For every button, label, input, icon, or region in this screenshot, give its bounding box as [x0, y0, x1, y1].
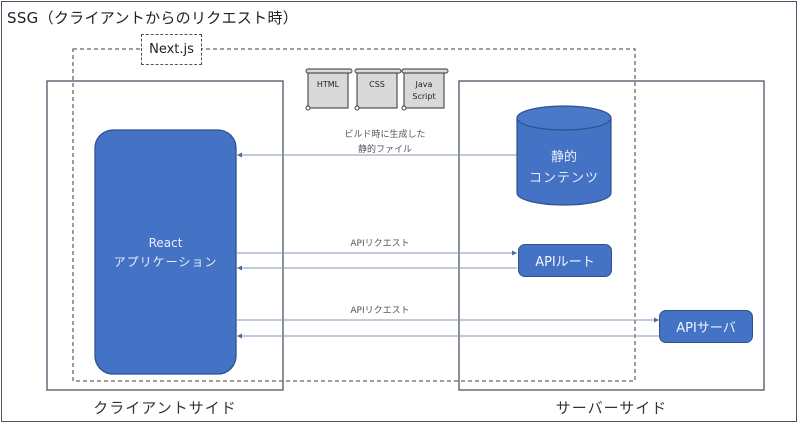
diagram-title: SSG（クライアントからのリクエスト時） [7, 9, 299, 27]
api-request-label-server: APIリクエスト [350, 306, 410, 316]
server-side-box [458, 80, 765, 391]
html-file-icon [305, 68, 353, 111]
react-app-subtitle: アプリケーション [113, 255, 218, 269]
api-request-label-route: APIリクエスト [350, 239, 410, 249]
css-file-label: CSS [369, 80, 385, 89]
html-file-label: HTML [316, 80, 340, 89]
static-content-line1: 静的 [550, 150, 577, 165]
static-content-line2: コンテンツ [528, 171, 599, 186]
static-files-caption-line1: ビルド時に生成した [344, 130, 426, 140]
javascript-file-label-line2: Script [412, 92, 436, 101]
nextjs-boundary [72, 48, 636, 382]
static-content-cylinder [516, 105, 612, 206]
api-route-box: APIルート [518, 244, 612, 277]
api-server-box: APIサーバ [659, 310, 753, 343]
static-files-caption-line2: 静的ファイル [357, 145, 412, 155]
react-app-title: React [148, 236, 183, 250]
javascript-file-label-line1: Java [415, 80, 433, 89]
client-side-label: クライアントサイド [93, 399, 237, 417]
react-app-block [94, 129, 237, 375]
server-side-label: サーバーサイド [555, 399, 668, 417]
client-side-box [46, 80, 284, 391]
css-file-icon [354, 68, 402, 111]
nextjs-label: Next.js [141, 34, 202, 65]
javascript-file-icon [401, 68, 449, 111]
